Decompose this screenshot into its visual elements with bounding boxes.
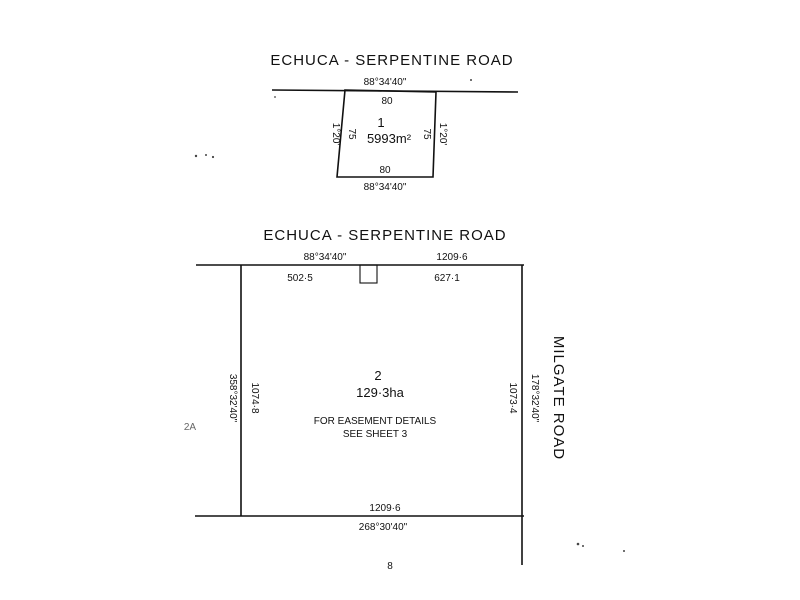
- lot-1-rear-length: 80: [379, 165, 391, 176]
- bearing-top-road-frontage: 88°34'40": [364, 77, 407, 88]
- lot-1-left-length: 75: [346, 128, 357, 140]
- adjoining-lot-left: 2A: [184, 422, 197, 433]
- lot-2-left-bearing: 358°32'40": [227, 374, 238, 423]
- lot-2-bottom-length: 1209·6: [369, 503, 401, 514]
- lot-1-plan: ECHUCA - SERPENTINE ROAD 88°34'40" 80 1 …: [270, 52, 519, 193]
- road-name-main-plan: ECHUCA - SERPENTINE ROAD: [263, 227, 506, 244]
- lot-2-number: 2: [374, 368, 381, 383]
- excised-lot-notch: [359, 264, 378, 284]
- lot-2-right-bearing: 178°32'40": [529, 374, 540, 423]
- easement-note-line-1: FOR EASEMENT DETAILS: [314, 416, 437, 427]
- lot-1-frontage-length: 80: [381, 96, 393, 107]
- lot-2-right-length: 1073·4: [507, 382, 518, 414]
- bearing-main-frontage: 88°34'40": [304, 252, 347, 263]
- lot-1-right-length: 75: [421, 128, 432, 140]
- road-name-top-plan: ECHUCA - SERPENTINE ROAD: [270, 52, 513, 69]
- bearing-lot-1-rear: 88°34'40": [364, 182, 407, 193]
- frontage-total-length: 1209·6: [436, 252, 468, 263]
- lot-2-plan: ECHUCA - SERPENTINE ROAD 88°34'40" 1209·…: [184, 227, 567, 572]
- lot-1-left-bearing: 1°20': [330, 123, 341, 146]
- road-name-milgate: MILGATE ROAD: [550, 336, 567, 460]
- lot-1-number: 1: [377, 115, 384, 130]
- lot-1-boundary: [336, 89, 437, 178]
- lot-1-right-bearing: 1°20': [437, 123, 448, 146]
- lot-1-area: 5993m²: [367, 131, 412, 146]
- adjoining-lot-bottom: 8: [387, 561, 393, 572]
- lot-2-bottom-bearing: 268°30'40": [359, 522, 408, 533]
- lot-2-left-length: 1074·8: [249, 382, 260, 414]
- frontage-segment-right: 627·1: [434, 273, 460, 284]
- scan-noise: [194, 79, 625, 552]
- frontage-segment-left: 502·5: [287, 273, 313, 284]
- easement-note-line-2: SEE SHEET 3: [343, 429, 408, 440]
- lot-2-area: 129·3ha: [356, 385, 404, 400]
